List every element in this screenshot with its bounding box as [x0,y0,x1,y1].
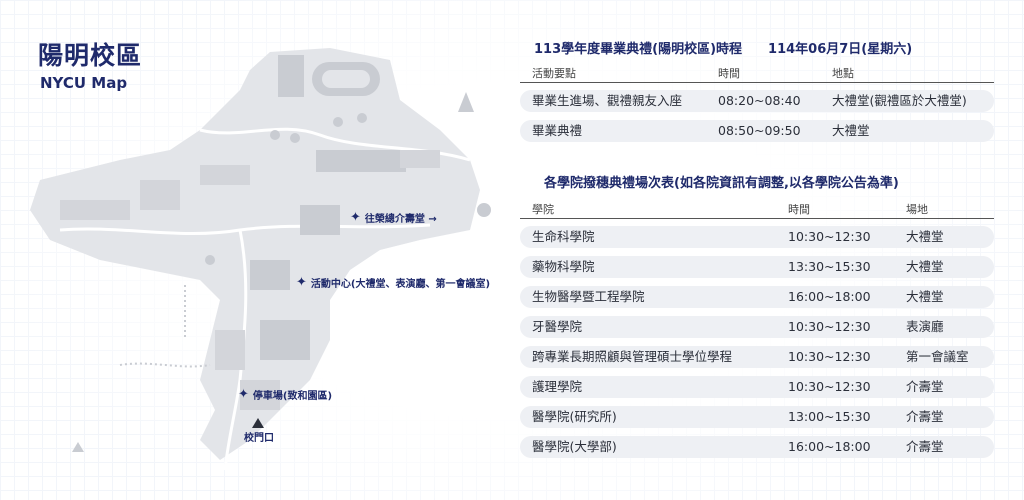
map-label-activity-center[interactable]: ✦ 活動中心(大禮堂、表演廳、第一會議室) [296,275,491,290]
time-cell: 16:00~18:00 [788,439,871,454]
time-cell: 08:20~08:40 [718,93,801,108]
divider [520,82,994,83]
college-name-cell: 跨專業長期照顧與管理碩士學位學程 [532,349,733,364]
venue-cell: 大禮堂 [906,289,944,304]
campus-map [30,48,491,471]
college-name-cell: 護理學院 [532,379,583,394]
column-header: 地點 [832,67,854,80]
time-cell: 13:00~15:30 [788,409,871,424]
venue-cell: 第一會議室 [906,349,969,364]
star-icon: ✦ [296,275,307,290]
place-cell: 大禮堂(觀禮區於大禮堂) [832,93,967,108]
schedule-title: 113學年度畢業典禮(陽明校區)時程 [534,42,743,57]
table-row [520,286,994,308]
column-header: 時間 [718,67,740,80]
college-name-cell: 醫學院(大學部) [532,439,617,454]
schedule-date: 114年06月7日(星期六) [768,42,913,57]
time-cell: 10:30~12:30 [788,319,871,334]
table-row [520,406,994,428]
column-header: 活動要點 [532,67,576,80]
venue-cell: 介壽堂 [906,439,944,454]
colleges-title: 各學院撥穗典禮場次表(如各院資訊有調整,以各學院公告為準) [544,176,899,191]
page-subtitle: NYCU Map [40,74,128,92]
college-name-cell: 生命科學院 [532,229,595,244]
table-row [520,226,994,248]
venue-cell: 表演廳 [906,319,944,334]
table-row [520,90,994,112]
venue-cell: 介壽堂 [906,379,944,394]
time-cell: 10:30~12:30 [788,379,871,394]
time-cell: 16:00~18:00 [788,289,871,304]
map-label-parking[interactable]: ✦ 停車場(致和園區) [238,387,333,402]
table-row [520,316,994,338]
table-row [520,346,994,368]
venue-cell: 大禮堂 [906,229,944,244]
column-header: 時間 [788,203,810,216]
college-name-cell: 藥物科學院 [532,259,595,274]
schedule-header: 113學年度畢業典禮(陽明校區)時程 114年06月7日(星期六) [534,38,912,57]
table-row [520,256,994,278]
table-row [520,376,994,398]
table-row [520,120,994,142]
time-cell: 10:30~12:30 [788,229,871,244]
map-label-gate[interactable]: 校門口 [244,433,274,444]
time-cell: 10:30~12:30 [788,349,871,364]
time-cell: 13:30~15:30 [788,259,871,274]
schedule-panel: 113學年度畢業典禮(陽明校區)時程 114年06月7日(星期六) 活動要點 時… [510,0,1010,500]
map-label-jieshou[interactable]: ✦ 往榮總介壽堂 → [350,210,437,225]
venue-cell: 介壽堂 [906,409,944,424]
star-icon: ✦ [350,210,361,225]
college-name-cell: 牙醫學院 [532,319,583,334]
divider [520,218,994,219]
place-cell: 大禮堂 [832,123,870,138]
event-cell: 畢業典禮 [532,123,583,138]
page-title: 陽明校區 [38,41,143,70]
event-cell: 畢業生進場、觀禮親友入座 [532,93,683,108]
star-icon: ✦ [238,387,249,402]
college-name-cell: 醫學院(研究所) [532,409,617,424]
time-cell: 08:50~09:50 [718,123,801,138]
column-header: 場地 [906,203,928,216]
venue-cell: 大禮堂 [906,259,944,274]
table-row [520,436,994,458]
college-name-cell: 生物醫學暨工程學院 [532,289,645,304]
column-header: 學院 [532,203,554,216]
